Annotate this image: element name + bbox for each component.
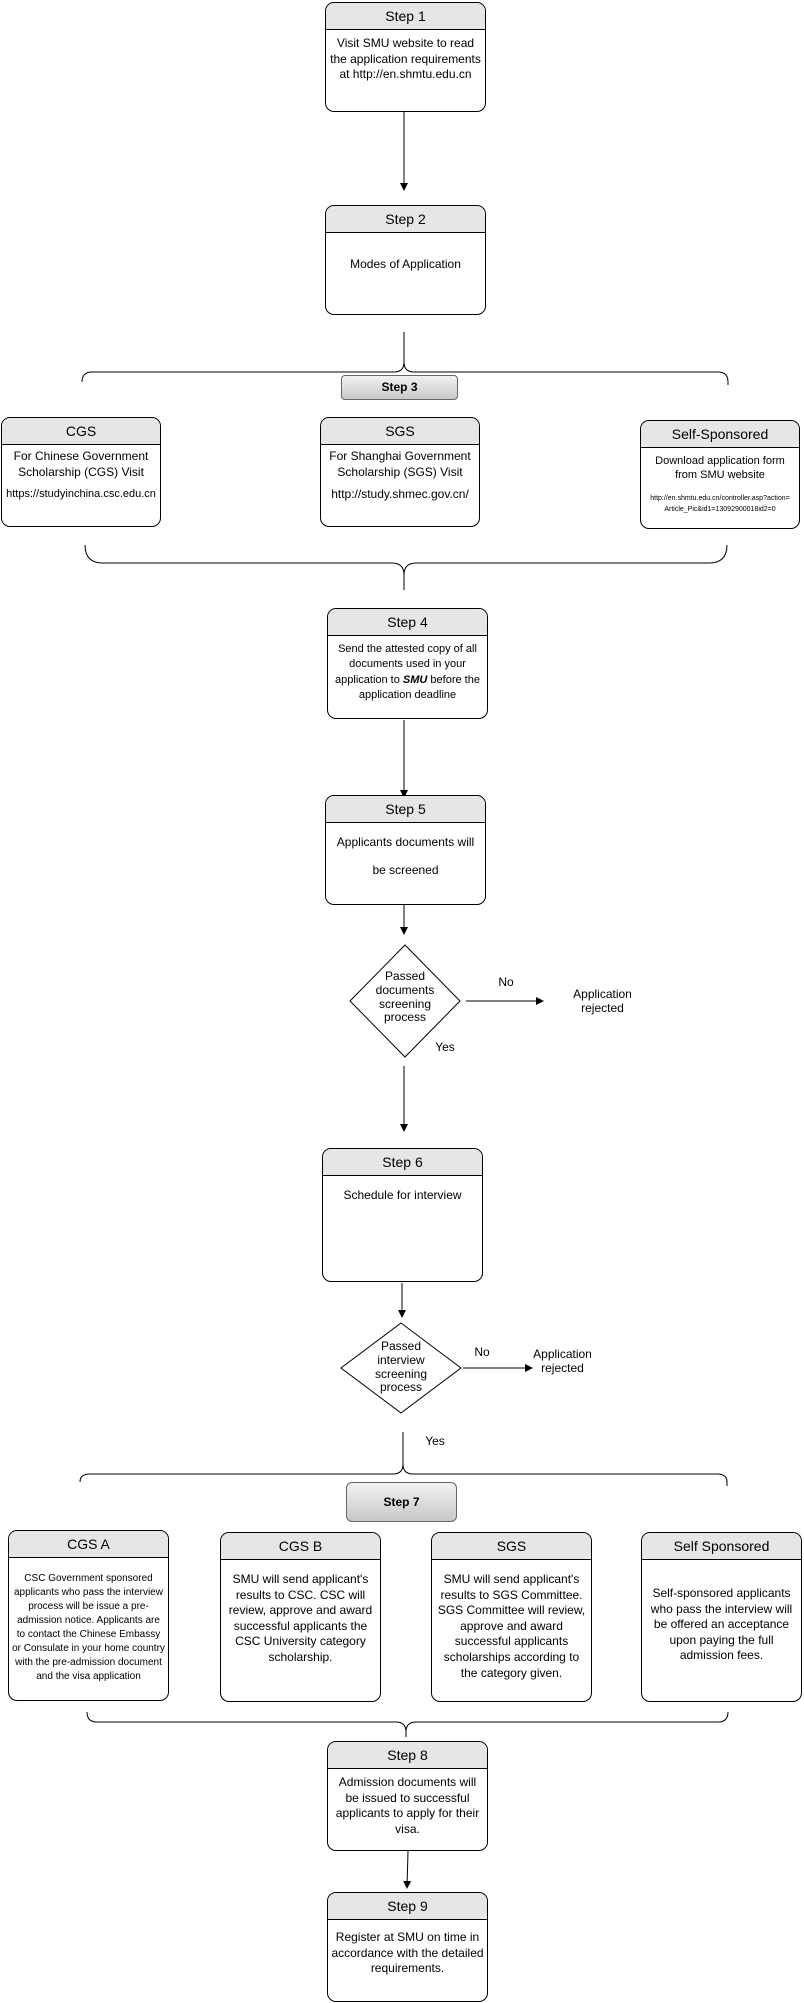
decision2-text: Passed interview screening process — [374, 1339, 428, 1395]
decision2-no-label: No — [474, 1345, 490, 1359]
cgs-a-box: CGS A CSC Government sponsored applicant… — [8, 1530, 169, 1701]
step5-line2: be screened — [372, 862, 439, 877]
cgs-title: CGS — [2, 418, 160, 445]
decision1-text: Passed documents screening process — [375, 969, 435, 1025]
decision2-diamond — [340, 1322, 462, 1414]
step2-text: Modes of Application — [350, 257, 461, 271]
step9-box: Step 9 Register at SMU on time in accord… — [327, 1892, 488, 2002]
step5-box: Step 5 Applicants documents will be scre… — [325, 795, 486, 905]
step4-title: Step 4 — [328, 609, 487, 636]
decision2-rejected: Application rejected — [533, 1347, 592, 1375]
step4-text-after: before the application deadline — [358, 673, 480, 702]
self-sponsored-award-text: Self-sponsored applicants who pass the i… — [650, 1586, 793, 1663]
cgs-a-title: CGS A — [9, 1531, 168, 1558]
step2-box: Step 2 Modes of Application — [325, 205, 486, 315]
cgs-url: https://studyinchina.csc.edu.cn — [6, 488, 156, 501]
sgs-title: SGS — [321, 418, 479, 445]
decision1-no-label: No — [498, 975, 514, 989]
step8-title: Step 8 — [328, 1742, 487, 1769]
step4-box: Step 4 Send the attested copy of all doc… — [327, 608, 488, 719]
self-sponsored-award-box: Self Sponsored Self-sponsored applicants… — [641, 1532, 802, 1702]
decision1-yes-label: Yes — [435, 1040, 455, 1054]
decision1-rejected: Application rejected — [573, 987, 632, 1015]
sgs-url: http://study.shmec.gov.cn/ — [331, 487, 469, 502]
step4-text: Send the attested copy of all documents … — [328, 636, 487, 710]
self-sponsored-title: Self-Sponsored — [641, 421, 799, 448]
sgs-award-text: SMU will send applicant's results to SGS… — [437, 1572, 586, 1680]
sgs-award-title: SGS — [432, 1533, 591, 1560]
arrow-step8-step9 — [403, 1850, 412, 1889]
step4-text-before: Send the attested copy of all documents … — [335, 643, 477, 686]
cgs-b-title: CGS B — [221, 1533, 380, 1560]
step8-box: Step 8 Admission documents will be issue… — [327, 1741, 488, 1851]
self-sponsored-text: Download application form from SMU websi… — [655, 455, 785, 482]
sgs-box: SGS For Shanghai Government Scholarship … — [320, 417, 480, 527]
step2-title: Step 2 — [326, 206, 485, 233]
step7-pill: Step 7 — [346, 1482, 457, 1522]
sgs-text: For Shanghai Government Scholarship (SGS… — [329, 449, 471, 479]
self-sponsored-box: Self-Sponsored Download application form… — [640, 420, 800, 529]
brace-step7-top — [79, 1432, 728, 1486]
step1-text: Visit SMU website to read the applicatio… — [330, 36, 481, 82]
decision2-yes-label: Yes — [425, 1434, 445, 1448]
step5-title: Step 5 — [326, 796, 485, 823]
step8-text: Admission documents will be issued to su… — [335, 1775, 480, 1836]
step6-text: Schedule for interview — [343, 1188, 462, 1202]
step1-title: Step 1 — [326, 3, 485, 30]
step5-line1: Applicants documents will — [336, 835, 475, 849]
brace-step3-top — [81, 331, 729, 385]
step1-box: Step 1 Visit SMU website to read the app… — [325, 2, 486, 112]
brace-step7-bottom — [86, 1711, 729, 1737]
self-sponsored-award-title: Self Sponsored — [642, 1533, 801, 1560]
step4-text-bold: SMU — [402, 673, 428, 686]
cgs-box: CGS For Chinese Government Scholarship (… — [1, 417, 161, 527]
self-sponsored-url: http://en.shmtu.edu.cn/controller.asp?ac… — [650, 494, 790, 513]
decision1-diamond — [349, 944, 461, 1058]
step9-title: Step 9 — [328, 1893, 487, 1920]
step6-box: Step 6 Schedule for interview — [322, 1148, 483, 1282]
cgs-a-text: CSC Government sponsored applicants who … — [12, 1573, 165, 1682]
step9-text: Register at SMU on time in accordance wi… — [331, 1930, 484, 1976]
cgs-b-text: SMU will send applicant's results to CSC… — [228, 1572, 373, 1664]
cgs-b-box: CGS B SMU will send applicant's results … — [220, 1532, 381, 1702]
brace-step3-bottom — [84, 544, 728, 590]
step6-title: Step 6 — [323, 1149, 482, 1176]
sgs-award-box: SGS SMU will send applicant's results to… — [431, 1532, 592, 1702]
cgs-text: For Chinese Government Scholarship (CGS)… — [13, 449, 149, 479]
step3-pill: Step 3 — [341, 375, 458, 400]
